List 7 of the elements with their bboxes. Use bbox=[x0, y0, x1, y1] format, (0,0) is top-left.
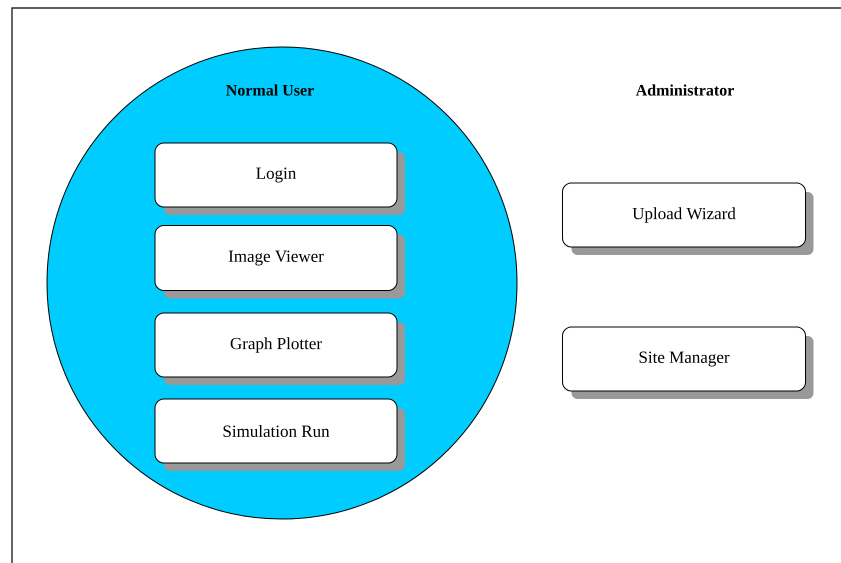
process-box: Site Manager bbox=[562, 326, 814, 399]
process-box: Upload Wizard bbox=[562, 182, 814, 255]
process-box: Image Viewer bbox=[154, 225, 405, 298]
process-box: Login bbox=[154, 142, 405, 215]
process-box: Simulation Run bbox=[154, 398, 405, 471]
process-box: Graph Plotter bbox=[154, 312, 405, 385]
heading: Administrator bbox=[636, 84, 734, 96]
